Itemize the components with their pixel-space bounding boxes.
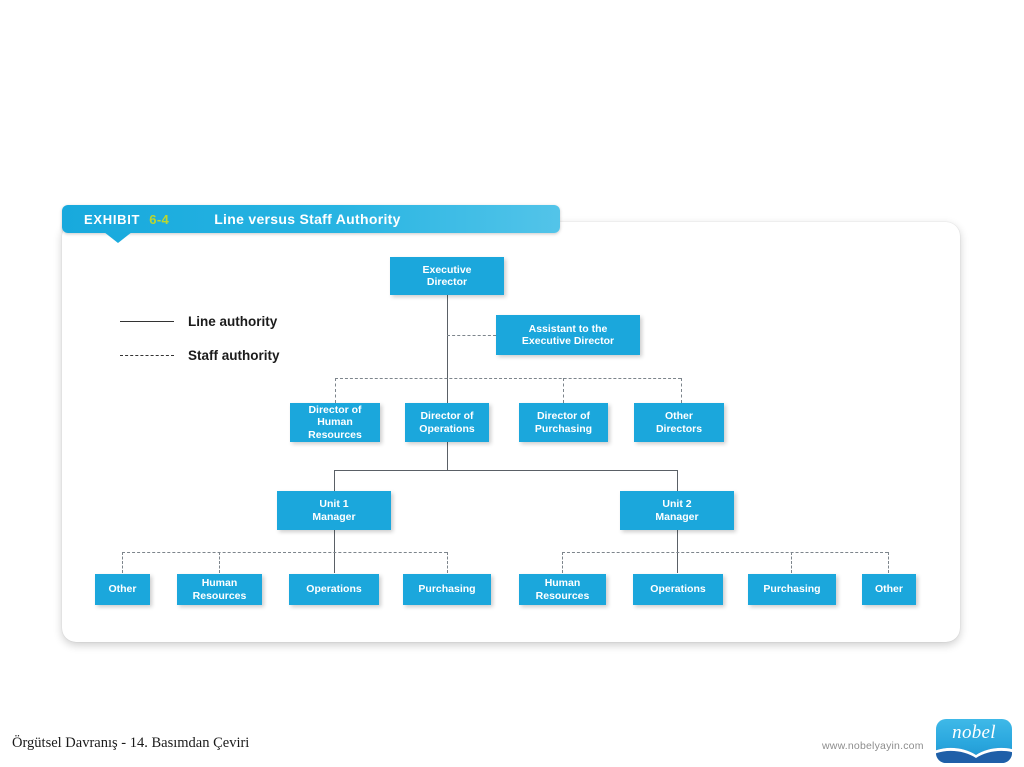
connector-exec-to-assistant [447, 335, 496, 336]
footer-caption: Örgütsel Davranış - 14. Basımdan Çeviri [12, 735, 250, 751]
solid-line-icon [120, 320, 174, 322]
connector-unit1-to-operations [334, 530, 335, 573]
exhibit-banner: EXHIBIT 6-4 Line versus Staff Authority [62, 205, 560, 233]
connector-bus-to-unit2 [677, 470, 678, 491]
node-unit1-label: Unit 1 Manager [312, 498, 355, 523]
nobel-logo-text: nobel [952, 722, 996, 743]
unit1-hr-line-2: Resources [192, 589, 247, 602]
dir-pur-line-1: Director of [536, 410, 591, 422]
dir-ops-line-1: Director of [420, 410, 474, 422]
connector-unit2-to-operations [677, 530, 678, 573]
exec-line-2: Director [426, 276, 468, 288]
connector-unit2-to-hr [562, 552, 563, 573]
unit1-purchasing-label: Purchasing [418, 583, 476, 596]
node-other-directors[interactable]: Other Directors [634, 403, 724, 442]
exhibit-number: 6-4 [149, 211, 170, 227]
node-unit1-other[interactable]: Other [95, 574, 150, 605]
connector-exec-to-operations [447, 295, 448, 411]
connector-unit1-to-other [122, 552, 123, 573]
legend: Line authority Staff authority [120, 308, 280, 376]
unit1-hr-line-1: Human [201, 577, 238, 589]
node-dir-hr-label: Director of Human Resources [308, 404, 362, 442]
nobel-book-wave-icon [936, 748, 1012, 763]
node-assistant-label: Assistant to the Executive Director [522, 323, 614, 348]
staff-bus-unit1 [122, 552, 447, 553]
dir-hr-line-1: Director of [308, 403, 362, 416]
node-unit2-other[interactable]: Other [862, 574, 916, 605]
legend-label-staff-authority: Staff authority [188, 347, 280, 363]
node-assistant-to-executive-director[interactable]: Assistant to the Executive Director [496, 315, 640, 355]
node-director-of-human-resources[interactable]: Director of Human Resources [290, 403, 380, 442]
unit1-operations-label: Operations [306, 583, 362, 596]
connector-unit2-to-purchasing [791, 552, 792, 573]
unit2-hr-line-2: Resources [535, 589, 590, 602]
unit2-line-2: Manager [655, 510, 699, 523]
dir-hr-line-2: Human [317, 416, 353, 429]
exhibit-card [62, 222, 960, 642]
connector-operations-to-unit-bus [447, 442, 448, 470]
legend-item-staff-authority: Staff authority [120, 342, 280, 368]
dashed-line-icon [120, 354, 174, 356]
dir-hr-line-3: Resources [308, 428, 362, 441]
dir-ops-line-2: Operations [419, 422, 475, 435]
connector-unit1-to-purchasing [447, 552, 448, 573]
node-unit2-hr-label: Human Resources [536, 577, 590, 602]
legend-label-line-authority: Line authority [188, 313, 278, 329]
node-dir-ops-label: Director of Operations [419, 410, 474, 435]
exhibit-title: Line versus Staff Authority [214, 211, 401, 227]
unit1-other-label: Other [108, 583, 137, 596]
node-executive-director-label: Executive Director [422, 264, 471, 289]
node-unit2-manager[interactable]: Unit 2 Manager [620, 491, 734, 530]
connector-bus-to-other-directors [681, 378, 682, 403]
staff-bus-unit2 [562, 552, 888, 553]
node-unit2-operations[interactable]: Operations [633, 574, 723, 605]
node-dir-pur-label: Director of Purchasing [535, 410, 592, 435]
nobel-logo: nobel [936, 719, 1012, 763]
unit2-operations-label: Operations [650, 583, 706, 596]
node-executive-director[interactable]: Executive Director [390, 257, 504, 295]
unit1-line-1: Unit 1 [319, 498, 349, 510]
footer-url: www.nobelyayin.com [822, 740, 924, 752]
node-unit2-label: Unit 2 Manager [655, 498, 698, 523]
node-unit2-human-resources[interactable]: Human Resources [519, 574, 606, 605]
connector-unit1-to-hr [219, 552, 220, 573]
dir-other-line-2: Directors [655, 422, 703, 435]
connector-unit2-to-other [888, 552, 889, 573]
node-director-of-operations[interactable]: Director of Operations [405, 403, 489, 442]
node-unit2-purchasing[interactable]: Purchasing [748, 574, 836, 605]
exhibit-label: EXHIBIT [84, 211, 141, 227]
node-unit1-purchasing[interactable]: Purchasing [403, 574, 491, 605]
node-unit1-manager[interactable]: Unit 1 Manager [277, 491, 391, 530]
assistant-line-1: Assistant to the [528, 322, 608, 335]
node-unit1-human-resources[interactable]: Human Resources [177, 574, 262, 605]
node-director-of-purchasing[interactable]: Director of Purchasing [519, 403, 608, 442]
unit2-hr-line-1: Human [544, 577, 581, 589]
connector-bus-to-unit1 [334, 470, 335, 491]
staff-bus-directors [335, 378, 681, 379]
unit2-other-label: Other [874, 583, 903, 596]
node-unit1-operations[interactable]: Operations [289, 574, 379, 605]
unit1-line-2: Manager [312, 510, 356, 523]
dir-other-line-1: Other [664, 410, 693, 422]
unit2-purchasing-label: Purchasing [763, 583, 821, 596]
connector-bus-to-hr-director [335, 378, 336, 403]
unit2-line-1: Unit 2 [662, 498, 692, 510]
dir-pur-line-2: Purchasing [534, 422, 593, 435]
assistant-line-2: Executive Director [521, 335, 615, 347]
connector-bus-to-purchasing-director [563, 378, 564, 403]
banner-notch-icon [104, 232, 132, 243]
legend-item-line-authority: Line authority [120, 308, 280, 334]
node-dir-other-label: Other Directors [656, 410, 702, 435]
exec-line-1: Executive [422, 263, 472, 276]
unit-bus [334, 470, 677, 471]
node-unit1-hr-label: Human Resources [193, 577, 247, 602]
